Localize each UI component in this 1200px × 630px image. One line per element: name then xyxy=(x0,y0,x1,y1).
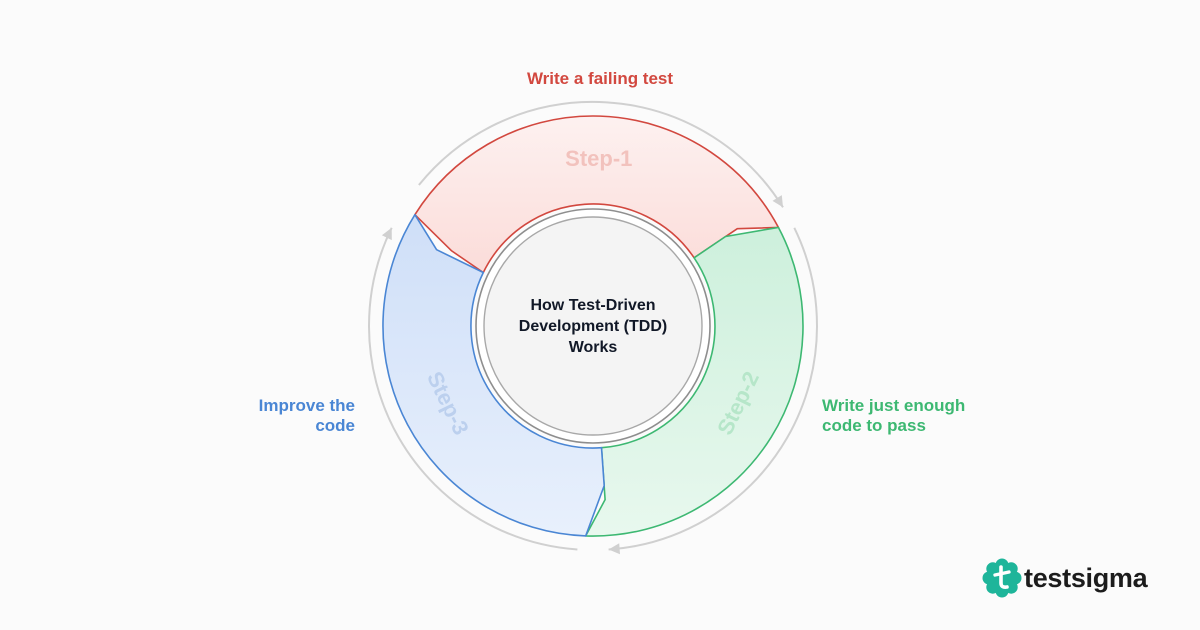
arrow-head-icon xyxy=(772,195,783,208)
cycle-arrows xyxy=(368,100,818,555)
step-1-label: Step-1 xyxy=(565,146,632,171)
cycle-arrow-step2-to-step3 xyxy=(608,227,818,551)
step-2-caption-line-1: Write just enough xyxy=(822,396,965,415)
step-3-caption-line-2: code xyxy=(315,416,355,435)
step-3-caption-line-1: Improve the xyxy=(259,396,355,415)
center-hub: How Test-Driven Development (TDD) Works xyxy=(475,208,711,444)
step-2-caption-line-2: code to pass xyxy=(822,416,926,435)
brand-name: testsigma xyxy=(1024,563,1149,593)
center-title-line-3: Works xyxy=(569,339,618,356)
arrow-head-icon xyxy=(608,543,620,555)
testsigma-logo-icon xyxy=(982,558,1022,598)
arrow-head-icon xyxy=(381,227,392,241)
center-title-line-1: How Test-Driven xyxy=(530,297,655,314)
center-title-line-2: Development (TDD) xyxy=(519,318,667,335)
step-3-segment xyxy=(382,213,605,537)
step-1-caption: Write a failing test xyxy=(527,69,673,88)
cycle-arrow-step1-to-step2 xyxy=(418,100,784,208)
center-hub-inner-circle xyxy=(483,216,703,436)
step-2-segment xyxy=(584,226,804,537)
cycle-arrow-step3-to-step1 xyxy=(368,227,578,551)
brand-logo: testsigma xyxy=(982,558,1149,598)
step-1-segment xyxy=(414,115,780,274)
